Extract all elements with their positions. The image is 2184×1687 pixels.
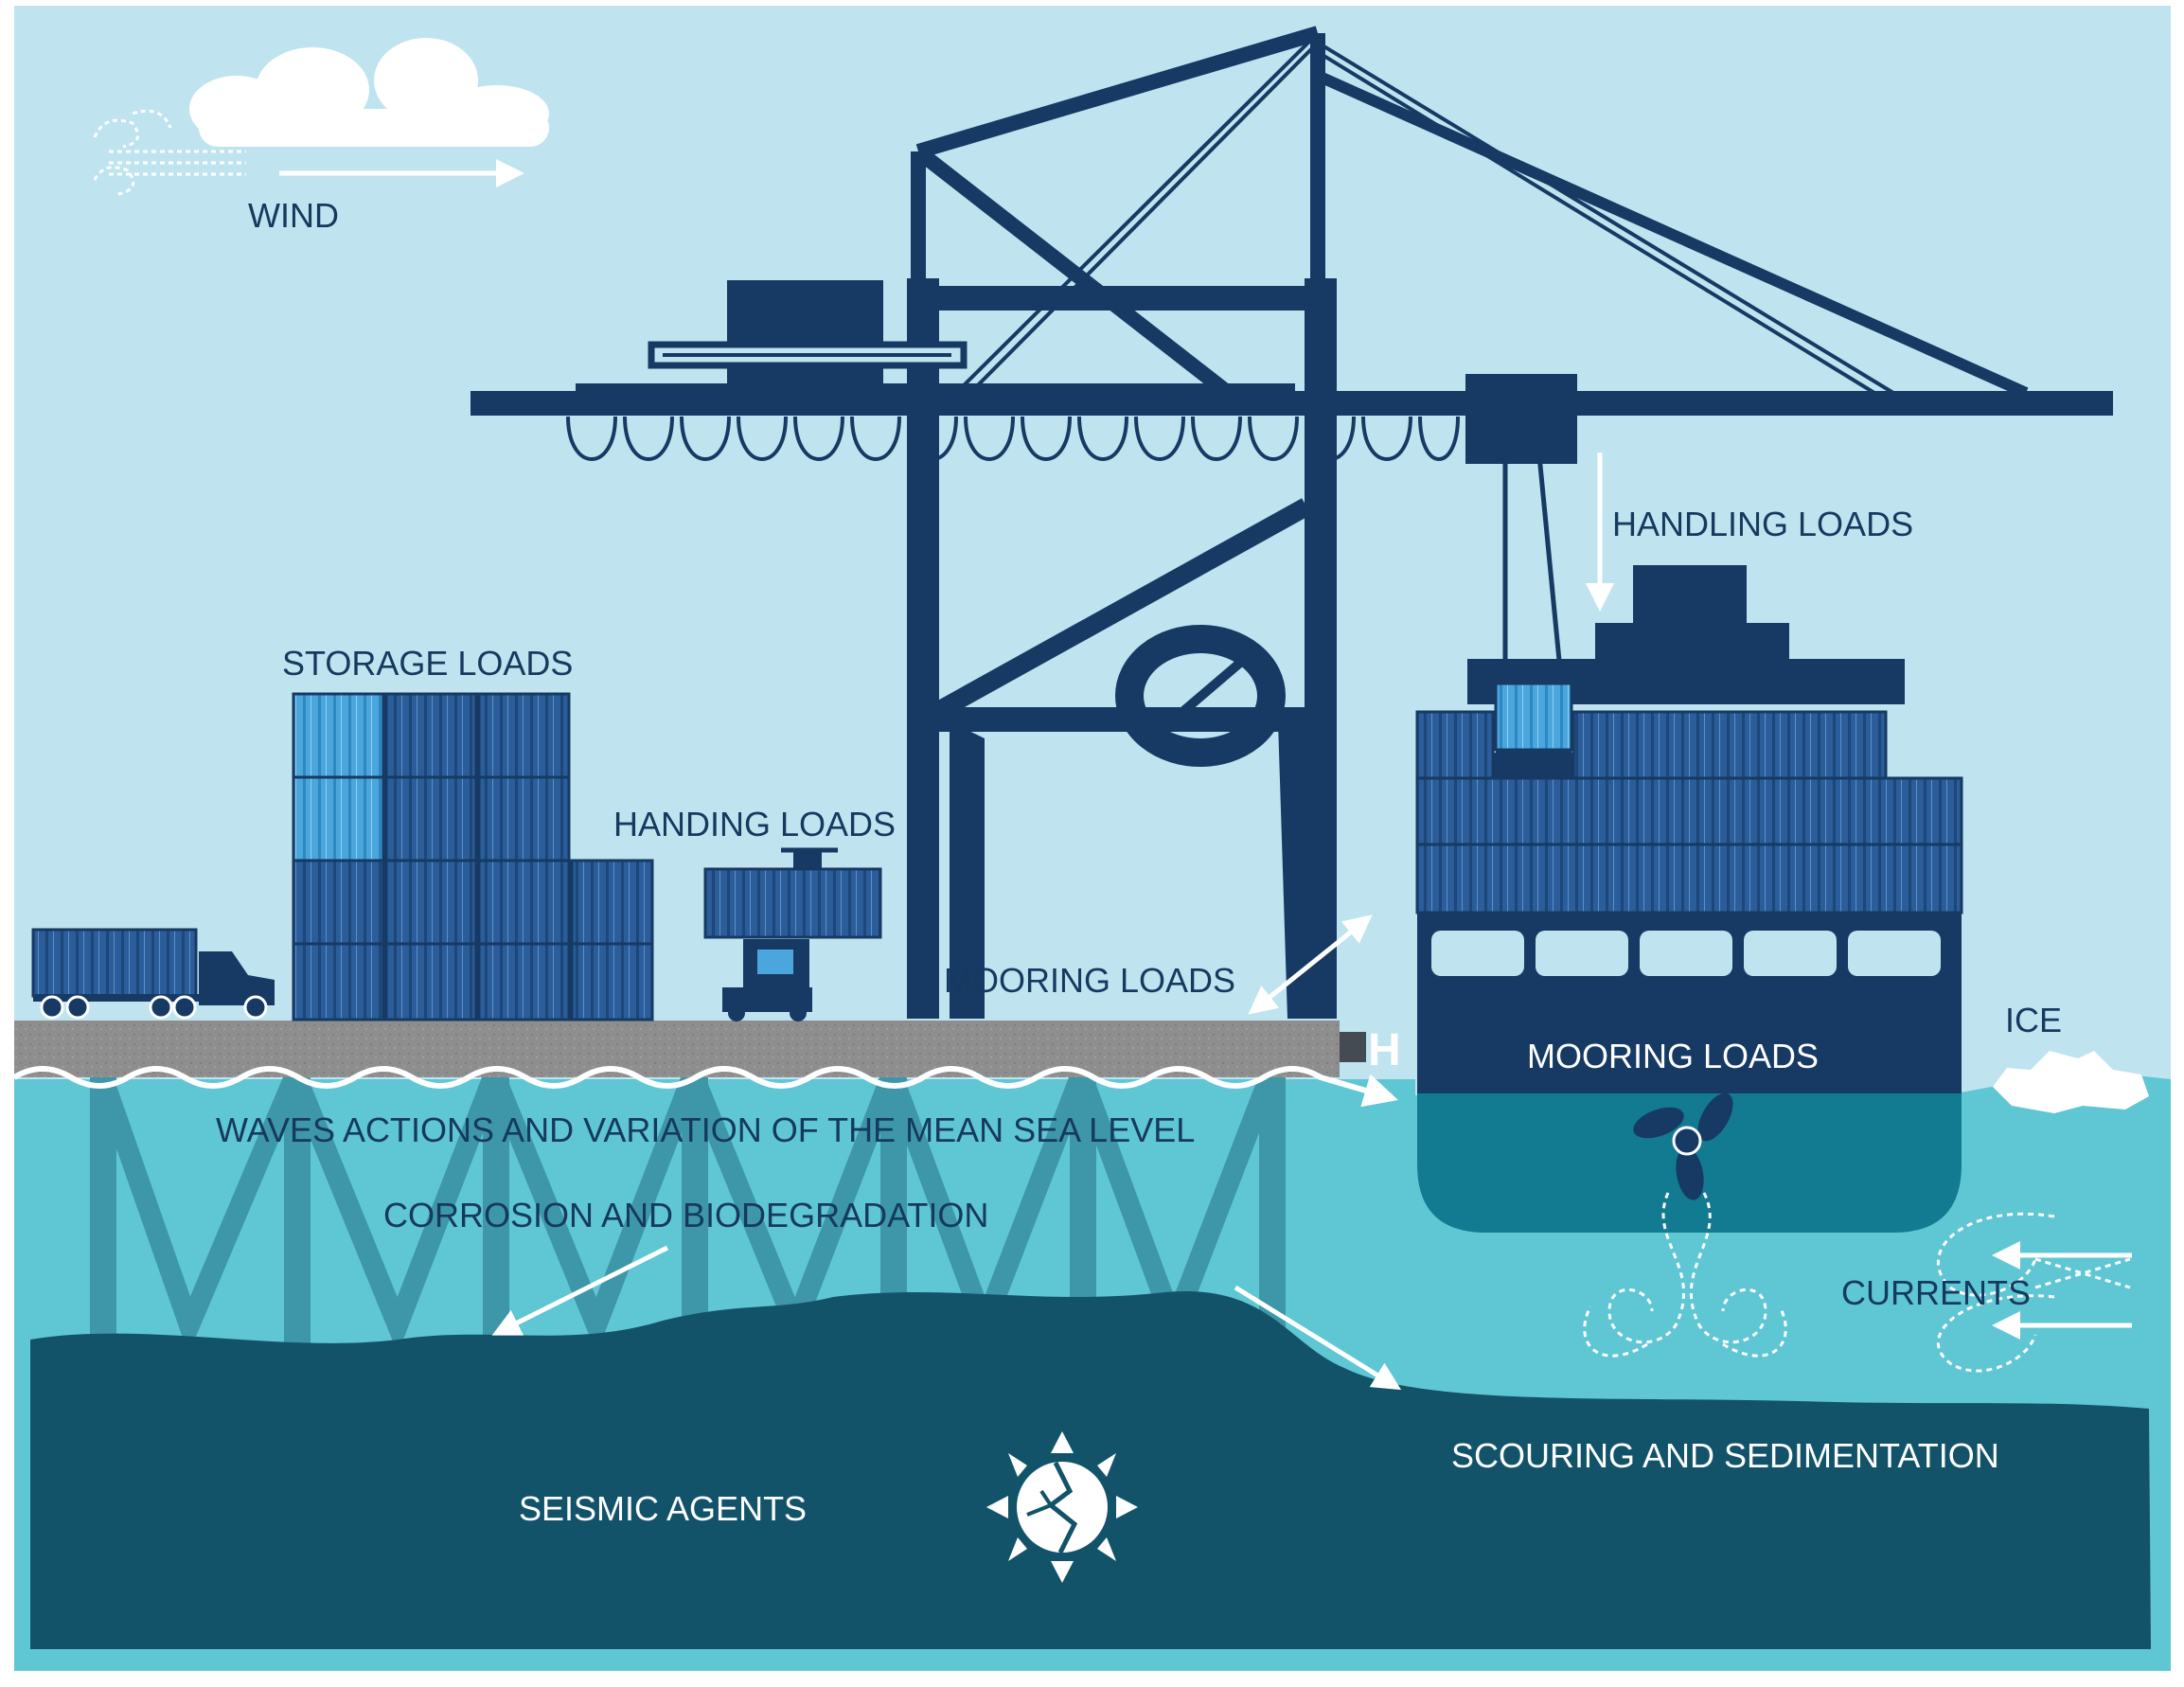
label-scouring: SCOURING AND SEDIMENTATION [1451, 1436, 1999, 1475]
quay-deck [14, 1021, 1340, 1077]
seabed [30, 1290, 2151, 1649]
wind-gust-icon [93, 109, 246, 196]
label-corrosion: CORROSION AND BIODEGRADATION [383, 1196, 988, 1234]
label-waves: WAVES ACTIONS AND VARIATION OF THE MEAN … [216, 1110, 1195, 1149]
ship-windows [1431, 931, 1941, 976]
label-storage-loads: STORAGE LOADS [282, 644, 573, 683]
cloud-icon [189, 38, 549, 147]
corrosion-arrow [491, 1245, 669, 1336]
label-handing-loads: HANDING LOADS [613, 805, 896, 844]
mooring-loads-arrow [1248, 915, 1373, 1015]
label-handling-loads: HANDLING LOADS [1612, 505, 1913, 543]
label-wind: WIND [248, 196, 339, 235]
ice-icon [1993, 1051, 2149, 1113]
propeller-icon [1633, 1092, 1733, 1200]
ship-bridge [1467, 565, 1905, 704]
current-swirl-icon [1936, 1212, 2131, 1373]
label-currents: CURRENTS [1841, 1273, 2031, 1312]
straddle-carrier-icon [703, 847, 882, 1021]
quay-crane [471, 26, 2113, 1019]
storage-stack [292, 692, 654, 1021]
label-seismic: SEISMIC AGENTS [519, 1489, 807, 1528]
label-ice: ICE [2005, 1001, 2062, 1039]
fender [1340, 1032, 1366, 1062]
wave-line [12, 1066, 1398, 1108]
scouring-arrow [1234, 1285, 1402, 1391]
truck-icon [31, 928, 275, 1020]
propeller-wash [1583, 1192, 1787, 1358]
label-mooring-loads-ship: MOORING LOADS [1527, 1037, 1819, 1075]
earthquake-icon [986, 1431, 1138, 1583]
label-mooring-loads-quay: MOORING LOADS [944, 961, 1235, 1000]
lifted-container [1494, 682, 1573, 778]
ship-containers [1415, 710, 1963, 915]
label-fender-h: H [1368, 1025, 1401, 1075]
